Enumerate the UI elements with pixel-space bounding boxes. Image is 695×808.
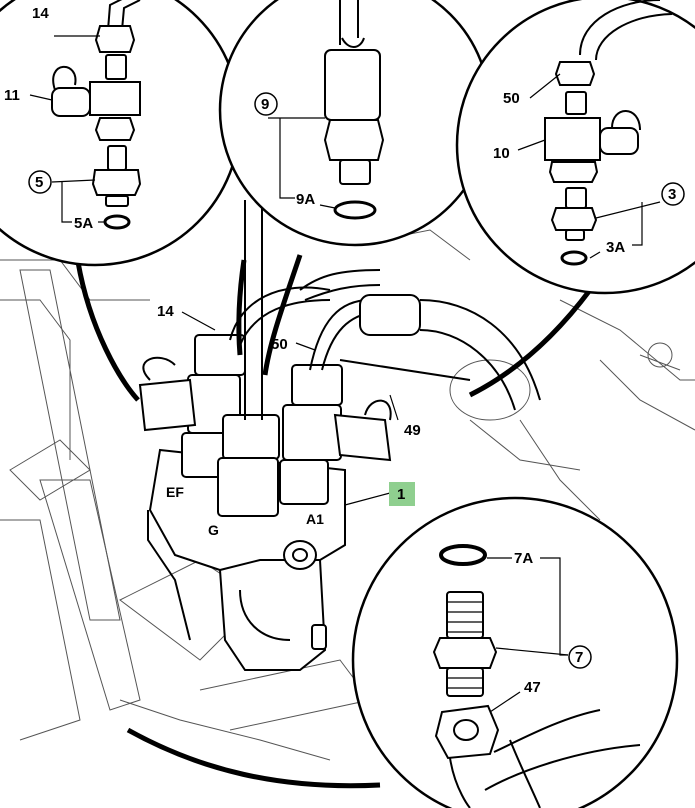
detail-circle-top-right [455, 0, 695, 295]
callout-49: 49 [404, 422, 421, 439]
callout-5: 5 [35, 174, 43, 191]
detail-circle-top-left [0, 0, 242, 267]
callout-14-main: 14 [157, 303, 174, 320]
callout-5A: 5A [74, 215, 93, 232]
callout-3A: 3A [606, 239, 625, 256]
port-letters: EF G A1 [166, 484, 324, 538]
main-leader-lines [181, 311, 399, 506]
callout-labels: 14 11 5 5A 9 9A 50 10 3 3A 14 50 49 1 7A… [4, 5, 685, 696]
callout-11: 11 [4, 87, 20, 104]
valve-assembly [138, 200, 541, 671]
callout-7: 7 [575, 649, 583, 666]
callout-50-top: 50 [503, 90, 520, 107]
detail-callout-arcs [75, 254, 592, 789]
detail-circle-top-center [218, 0, 492, 247]
port-ef: EF [166, 484, 184, 500]
port-a1: A1 [306, 511, 324, 527]
callout-1-highlight [389, 482, 415, 506]
callout-50-main: 50 [271, 336, 288, 353]
callout-1: 1 [397, 486, 405, 503]
background-machinery [0, 229, 695, 761]
callout-9A: 9A [296, 191, 315, 208]
detail-circle-bottom-right [351, 496, 679, 808]
callout-47: 47 [524, 679, 541, 696]
callout-7A: 7A [514, 550, 533, 567]
callout-9: 9 [261, 96, 269, 113]
callout-10: 10 [493, 145, 510, 162]
callout-3: 3 [668, 186, 676, 203]
callout-14-top: 14 [32, 5, 49, 22]
port-g: G [208, 522, 219, 538]
